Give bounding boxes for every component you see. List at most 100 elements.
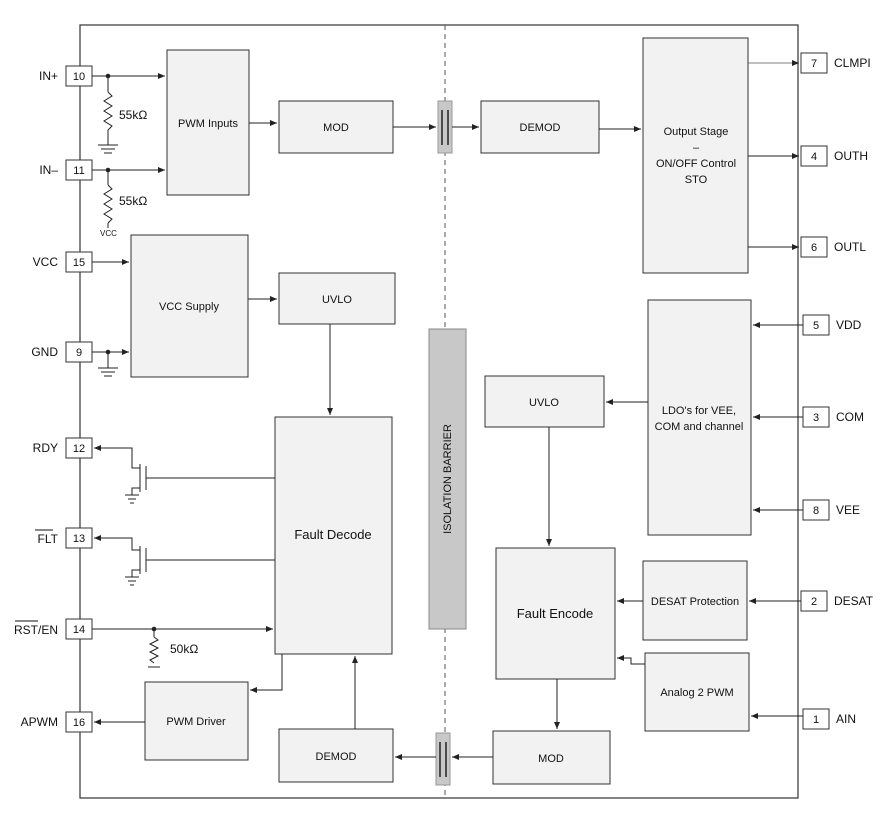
ldo-label-2: COM and channel [655,421,744,433]
pin-ain: 1 AIN [802,708,856,730]
isolation-barrier-label: ISOLATION BARRIER [442,424,454,534]
barrier-coupler-top [437,100,453,154]
pin-rdy: 12 RDY [33,437,93,459]
pin-rst-en-number: 14 [73,624,85,636]
pwm-driver-block [144,681,249,761]
pin-in-minus-name: IN– [39,163,58,177]
resistor-in-minus [103,184,113,224]
fault-encode-block [495,547,616,680]
flt-output-transistor [94,535,275,586]
pin-outl-name: OUTL [834,240,866,254]
pin-vdd-name: VDD [836,318,862,332]
ldo-label-1: LDO's for VEE, [662,405,736,417]
pin-clmpi-name: CLMPI [834,56,871,70]
mod-top-label: MOD [323,122,349,134]
pin-flt-number: 13 [73,533,85,545]
mod-bottom-block [492,730,611,785]
resistor-in-plus [103,91,113,131]
resistor-in-minus-value: 55kΩ [119,194,147,208]
fault-decode-block [274,416,393,655]
wire-fault-decode-to-pwm-driver [250,654,283,693]
pin-outl: 6 OUTL [800,236,866,258]
demod-bottom-block [278,728,394,783]
fault-encode-label: Fault Encode [517,606,594,621]
pin-gnd-number: 9 [76,347,82,359]
pin-ain-number: 1 [813,714,819,726]
pin-in-minus-number: 11 [73,165,84,177]
demod-top-label: DEMOD [520,122,561,134]
desat-protection-label: DESAT Protection [651,596,739,608]
pin-in-plus: 10 IN+ [39,65,93,87]
pin-apwm-name: APWM [21,715,58,729]
desat-protection-block [642,560,748,641]
pin-outh-name: OUTH [834,149,868,163]
output-stage-block [642,37,749,274]
pin-clmpi: 7 CLMPI [800,52,871,74]
pin-desat-name: DESAT [834,594,874,608]
pin-com-number: 3 [813,412,819,424]
analog-2-pwm-label: Analog 2 PWM [660,687,733,699]
pwm-driver-label: PWM Driver [166,716,226,728]
analog-2-pwm-block [644,652,750,732]
fault-decode-label: Fault Decode [294,527,371,542]
uvlo-right-block [484,375,605,428]
pin-in-plus-name: IN+ [39,69,58,83]
output-stage-label-1: Output Stage [664,126,729,138]
pin-in-plus-number: 10 [73,71,85,83]
package-outline [79,24,799,799]
uvlo-right-label: UVLO [529,397,559,409]
resistor-in-plus-value: 55kΩ [119,108,147,122]
pin-vdd-number: 5 [813,320,819,332]
vcc-supply-label: VCC Supply [159,301,219,313]
resistor-in-minus-rail: VCC [100,229,117,238]
rdy-output-transistor [94,445,275,504]
pin-com-name: COM [836,410,864,424]
wire-gnd-pin [92,349,129,377]
wire-in-plus [92,73,165,154]
wire-analog2pwm-to-fault-encode [617,655,645,665]
wire-rst-en [92,626,273,668]
output-stage-label-2: – [693,142,700,154]
pin-gnd-name: GND [31,345,58,359]
wire-in-minus [92,167,165,228]
pin-vcc: 15 VCC [33,251,93,273]
mod-top-block [278,100,394,154]
pin-outh-number: 4 [811,151,817,163]
barrier-coupler-bottom [435,732,451,786]
uvlo-left-block [278,272,396,325]
pin-clmpi-number: 7 [811,58,817,70]
vcc-supply-block [130,234,249,378]
pin-desat: 2 DESAT [800,590,874,612]
pin-vdd: 5 VDD [802,314,862,336]
pin-vee-number: 8 [813,505,819,517]
isolation-barrier [428,328,467,630]
pin-outh: 4 OUTH [800,145,868,167]
pin-desat-number: 2 [811,596,817,608]
pin-apwm-number: 16 [73,717,85,729]
resistor-rst [148,636,160,664]
pin-in-minus: 11 IN– [39,159,93,181]
pin-vee-name: VEE [836,503,860,517]
pin-rst-en-name: RST/EN [14,623,58,637]
resistor-rst-value: 50kΩ [170,642,198,656]
pin-com: 3 COM [802,406,864,428]
pin-outl-number: 6 [811,242,817,254]
pwm-inputs-label: PWM Inputs [178,118,238,130]
uvlo-left-label: UVLO [322,294,352,306]
pin-vcc-name: VCC [33,255,59,269]
pin-apwm: 16 APWM [21,711,93,733]
demod-bottom-label: DEMOD [316,751,357,763]
pin-rdy-number: 12 [73,443,85,455]
pin-rst-en: 14 RST/EN [14,618,93,640]
pin-gnd: 9 GND [31,341,93,363]
pin-vee: 8 VEE [802,499,860,521]
ldo-block [647,299,752,536]
pin-flt: 13 FLT [35,527,93,549]
demod-top-block [480,100,600,154]
pin-vcc-number: 15 [73,257,85,269]
mod-bottom-label: MOD [538,753,564,765]
pin-rdy-name: RDY [33,441,58,455]
output-stage-label-4: STO [685,174,708,186]
pin-flt-name: FLT [38,532,59,546]
